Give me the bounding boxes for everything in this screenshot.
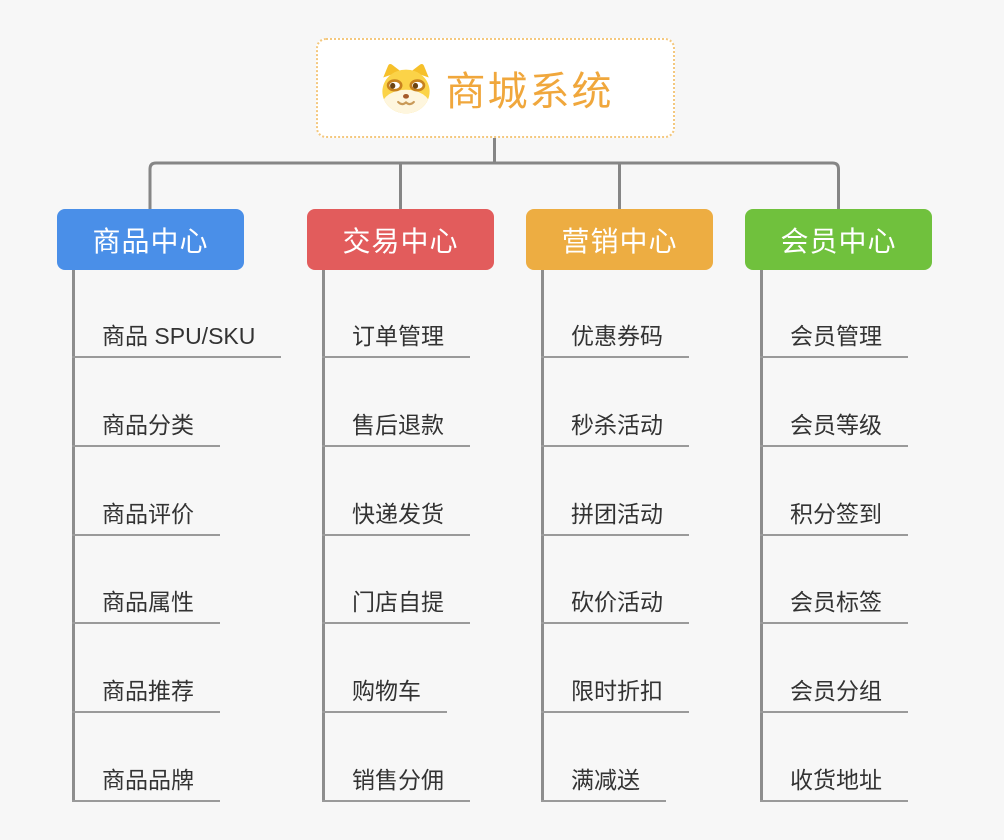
leaf-node[interactable]: 售后退款 bbox=[322, 411, 470, 447]
branch-node-marketing-center[interactable]: 营销中心 bbox=[526, 209, 713, 270]
branch-node-trade-center[interactable]: 交易中心 bbox=[307, 209, 494, 270]
subtree-marketing-center: 优惠券码 秒杀活动 拼团活动 砍价活动 限时折扣 满减送 bbox=[541, 270, 791, 802]
leaf-node[interactable]: 会员分组 bbox=[760, 677, 908, 713]
leaf-node[interactable]: 购物车 bbox=[322, 677, 447, 713]
leaf-node[interactable]: 销售分佣 bbox=[322, 766, 470, 802]
leaf-node[interactable]: 砍价活动 bbox=[541, 588, 689, 624]
leaf-node[interactable]: 收货地址 bbox=[760, 766, 908, 802]
leaf-node[interactable]: 会员等级 bbox=[760, 411, 908, 447]
leaf-node[interactable]: 商品品牌 bbox=[72, 766, 220, 802]
leaf-node[interactable]: 商品评价 bbox=[72, 500, 220, 536]
leaf-node[interactable]: 商品分类 bbox=[72, 411, 220, 447]
leaf-node[interactable]: 秒杀活动 bbox=[541, 411, 689, 447]
subtree-member-center: 会员管理 会员等级 积分签到 会员标签 会员分组 收货地址 bbox=[760, 270, 1004, 802]
leaf-node[interactable]: 快递发货 bbox=[322, 500, 470, 536]
leaf-node[interactable]: 会员标签 bbox=[760, 588, 908, 624]
leaf-node[interactable]: 限时折扣 bbox=[541, 677, 689, 713]
branch-node-product-center[interactable]: 商品中心 bbox=[57, 209, 244, 270]
branch-node-member-center[interactable]: 会员中心 bbox=[745, 209, 932, 270]
root-node-mall-system[interactable]: 商城系统 bbox=[316, 38, 675, 138]
leaf-node[interactable]: 会员管理 bbox=[760, 322, 908, 358]
branch-rail-line bbox=[148, 161, 840, 210]
leaf-node[interactable]: 商品 SPU/SKU bbox=[72, 322, 282, 358]
leaf-node[interactable]: 商品属性 bbox=[72, 588, 220, 624]
leaf-node[interactable]: 优惠券码 bbox=[541, 322, 689, 358]
leaf-node[interactable]: 商品推荐 bbox=[72, 677, 220, 713]
subtree-trade-center: 订单管理 售后退款 快递发货 门店自提 购物车 销售分佣 bbox=[322, 270, 572, 802]
leaf-node[interactable]: 满减送 bbox=[541, 766, 666, 802]
leaf-node[interactable]: 订单管理 bbox=[322, 322, 470, 358]
doge-face-icon bbox=[378, 62, 434, 114]
leaf-node[interactable]: 门店自提 bbox=[322, 588, 470, 624]
subtree-product-center: 商品 SPU/SKU 商品分类 商品评价 商品属性 商品推荐 商品品牌 bbox=[72, 270, 322, 802]
root-title: 商城系统 bbox=[445, 70, 614, 114]
leaf-node[interactable]: 拼团活动 bbox=[541, 500, 689, 536]
leaf-node[interactable]: 积分签到 bbox=[760, 500, 908, 536]
